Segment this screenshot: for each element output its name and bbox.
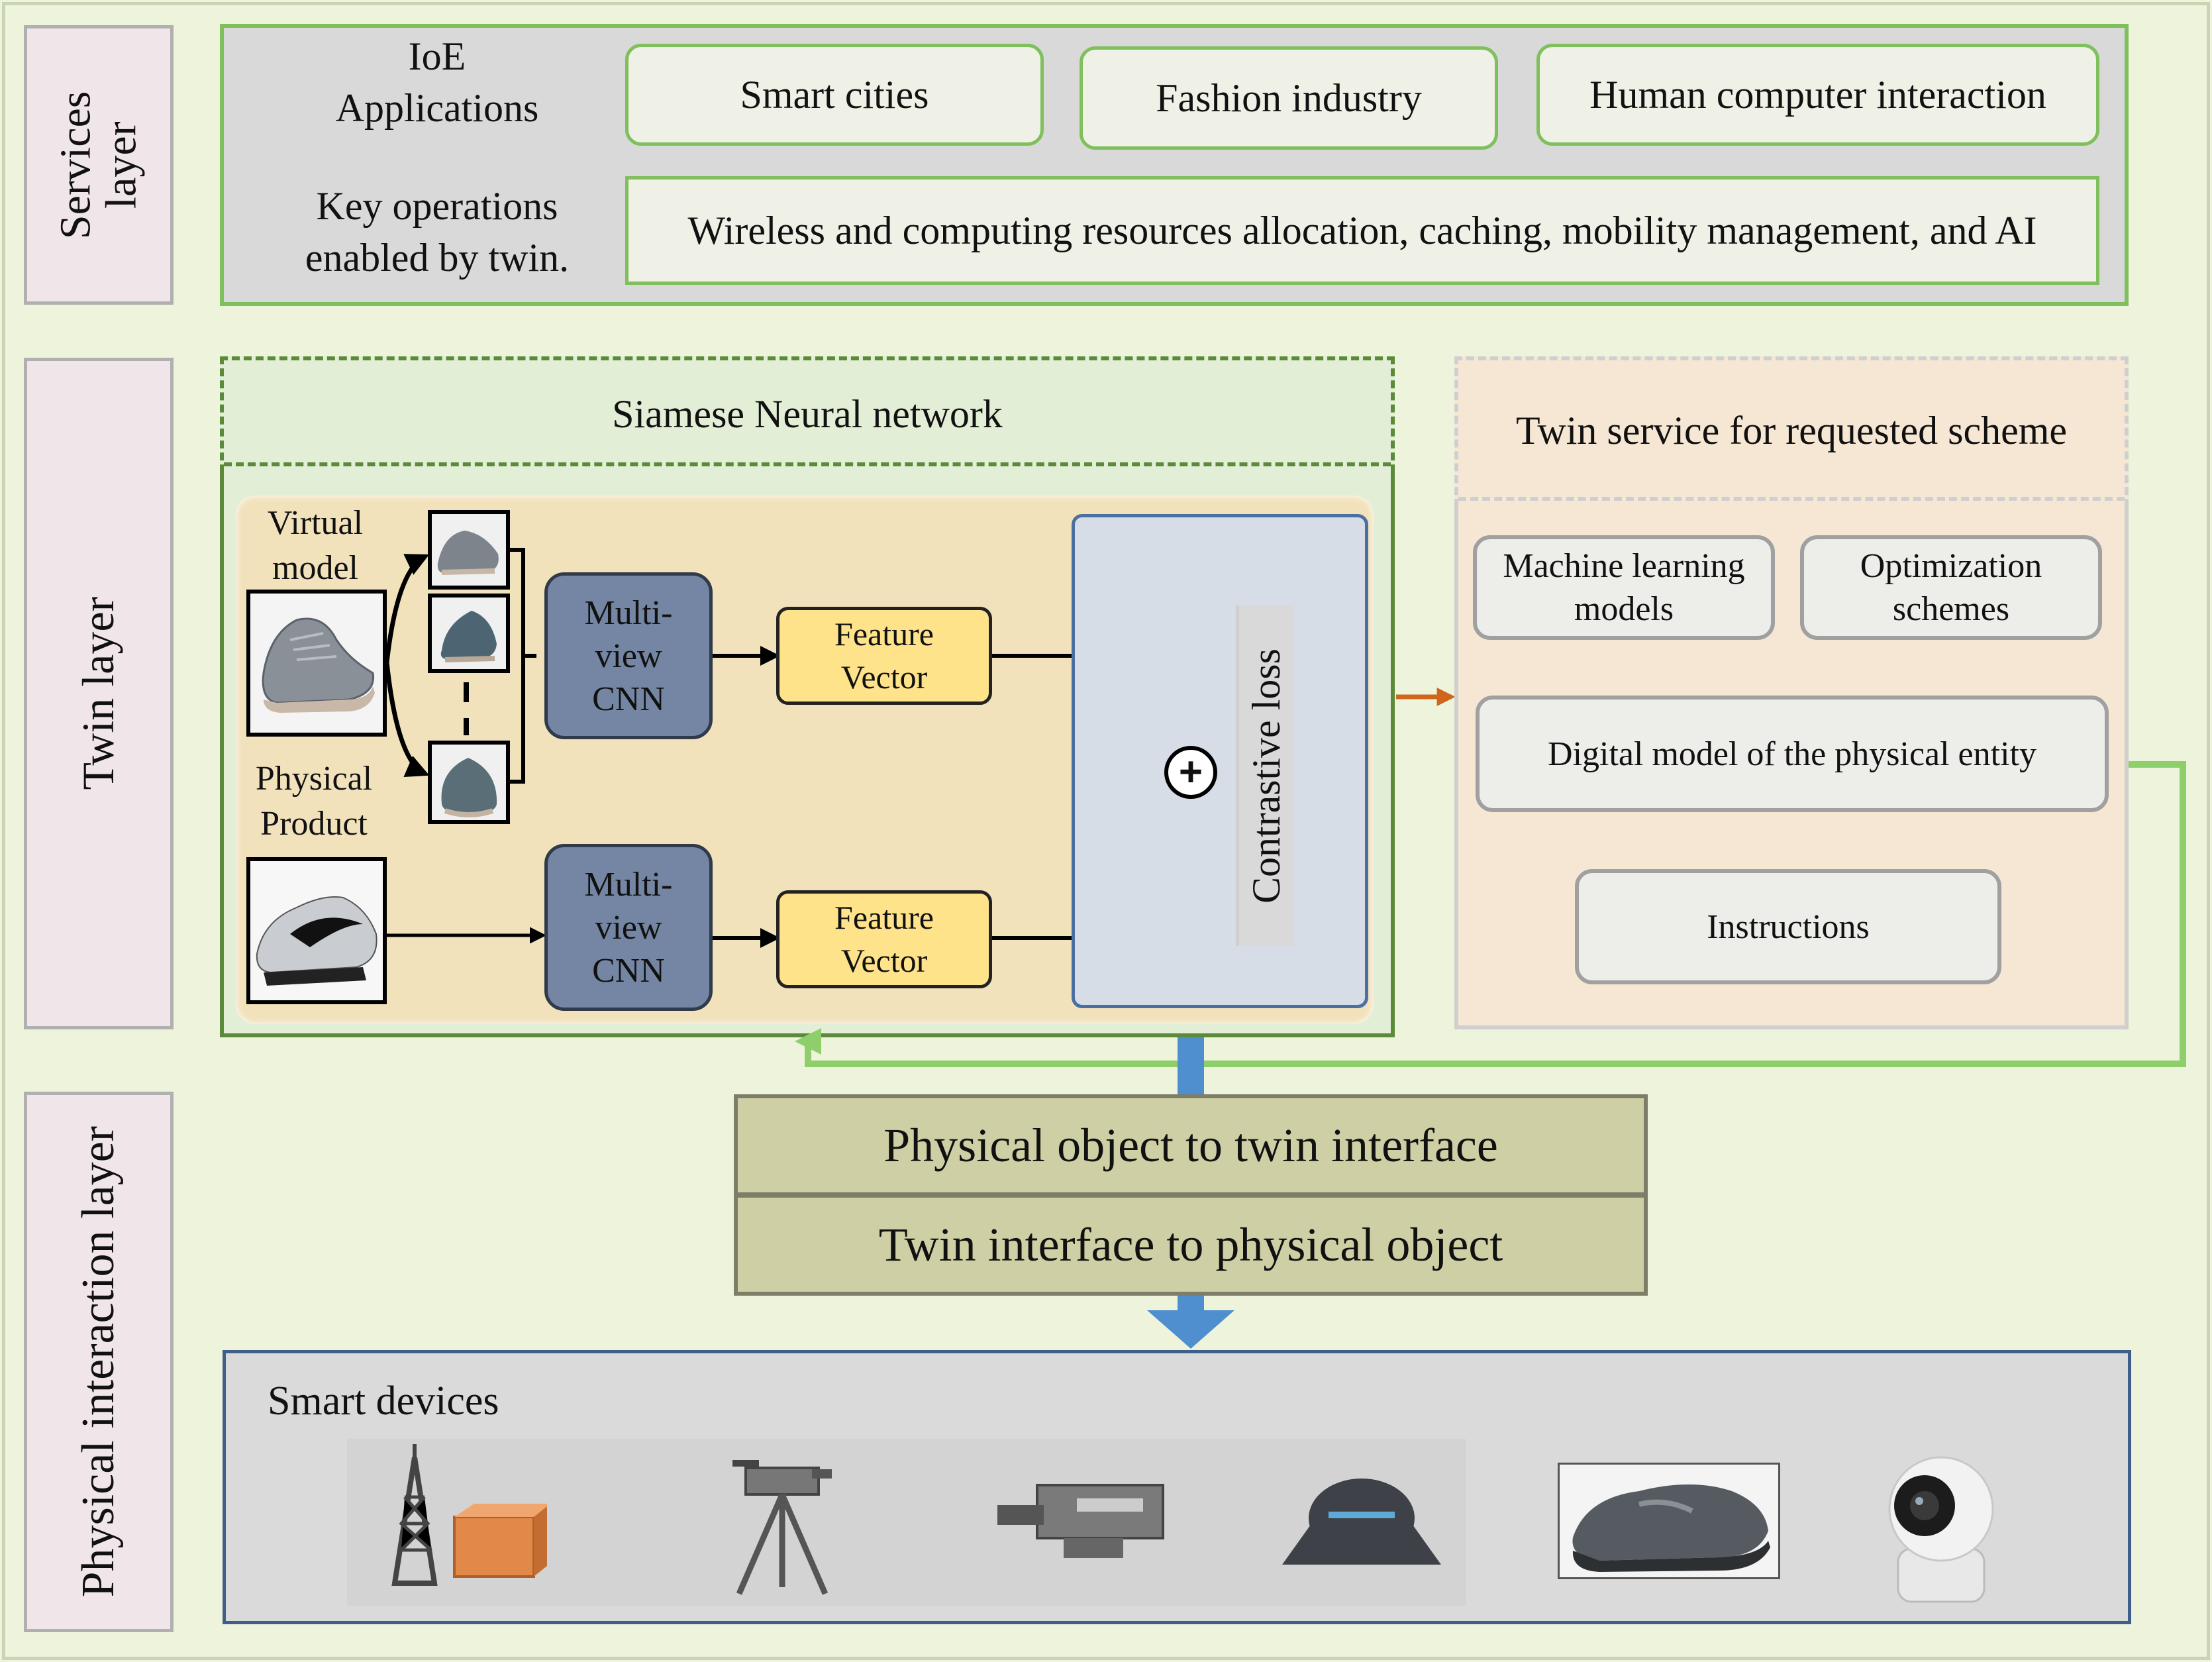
app-smart-cities: Smart cities xyxy=(625,44,1044,146)
twin-service-divider xyxy=(1458,497,2125,501)
shoe-device-frame xyxy=(1558,1463,1780,1579)
key-operations-label: Key operations enabled by twin. xyxy=(305,184,570,280)
twin-layer-label: Twin layer xyxy=(24,358,174,1029)
multiview-cnn-bottom: Multi- view CNN xyxy=(544,844,713,1011)
shoe-device-icon xyxy=(1572,1484,1770,1572)
twin-to-physical-interface: Twin interface to physical object xyxy=(734,1194,1648,1296)
services-layer-label: Services layer xyxy=(24,25,174,305)
feature-vector-top: Feature Vector xyxy=(776,607,992,705)
physical-shoe-icon xyxy=(250,861,383,1000)
contrastive-loss-panel xyxy=(1072,514,1368,1008)
app-fashion-industry: Fashion industry xyxy=(1080,46,1498,150)
view-thumbnail-3 xyxy=(428,741,510,824)
machine-learning-models: Machine learning models xyxy=(1473,535,1775,640)
feature-vector-bottom: Feature Vector xyxy=(776,890,992,988)
contrastive-loss-text: Contrastive loss xyxy=(1244,648,1288,904)
tower-antenna-icon xyxy=(391,1444,547,1586)
smart-scale-icon xyxy=(1282,1479,1441,1565)
digital-model-physical-entity: Digital model of the physical entity xyxy=(1476,696,2109,812)
video-camera-icon xyxy=(997,1484,1164,1558)
physical-product-image xyxy=(246,857,387,1004)
virtual-model-image xyxy=(246,590,387,737)
tripod-camera-icon xyxy=(732,1460,832,1595)
ioe-applications-label: IoE Applications xyxy=(335,34,539,130)
physical-layer-text: Physical interaction layer xyxy=(73,1126,125,1598)
optimization-schemes: Optimization schemes xyxy=(1800,535,2102,640)
view-thumbnail-1 xyxy=(428,510,510,590)
instructions: Instructions xyxy=(1575,869,2001,984)
virtual-model-label: Virtual model xyxy=(267,504,364,587)
siamese-title: Siamese Neural network xyxy=(612,391,1003,436)
physical-to-twin-interface: Physical object to twin interface xyxy=(734,1094,1648,1196)
security-camera-icon xyxy=(1888,1456,1994,1603)
smart-devices-label: Smart devices xyxy=(268,1378,499,1424)
twin-service-title: Twin service for requested scheme xyxy=(1515,408,2068,452)
multiview-cnn-top: Multi- view CNN xyxy=(544,572,713,739)
shoe-view-3-icon xyxy=(432,745,506,820)
siamese-divider xyxy=(224,462,1391,466)
app-human-computer-interaction: Human computer interaction xyxy=(1536,44,2099,146)
twin-layer-text: Twin layer xyxy=(73,597,124,790)
services-layer-text: Services layer xyxy=(51,91,146,239)
shoe-view-1-icon xyxy=(432,514,506,586)
physical-layer-label: Physical interaction layer xyxy=(24,1092,174,1632)
virtual-shoe-icon xyxy=(250,594,383,733)
view-thumbnail-2 xyxy=(428,594,510,673)
key-operations-box: Wireless and computing resources allocat… xyxy=(625,176,2099,285)
shoe-view-2-icon xyxy=(432,597,506,669)
contrastive-loss-bar: Contrastive loss xyxy=(1236,605,1294,946)
plus-node: + xyxy=(1164,746,1217,799)
physical-product-label: Physical Product xyxy=(255,760,373,843)
twin-service-solid xyxy=(1454,501,2129,1029)
